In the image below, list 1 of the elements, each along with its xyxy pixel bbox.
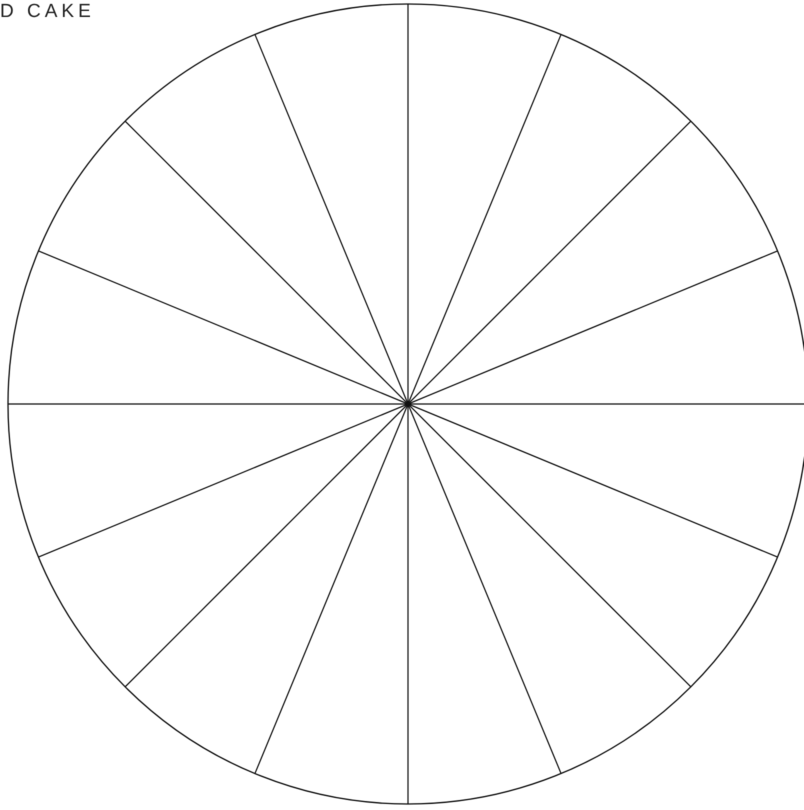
title-text: D CAKE (0, 1, 95, 23)
